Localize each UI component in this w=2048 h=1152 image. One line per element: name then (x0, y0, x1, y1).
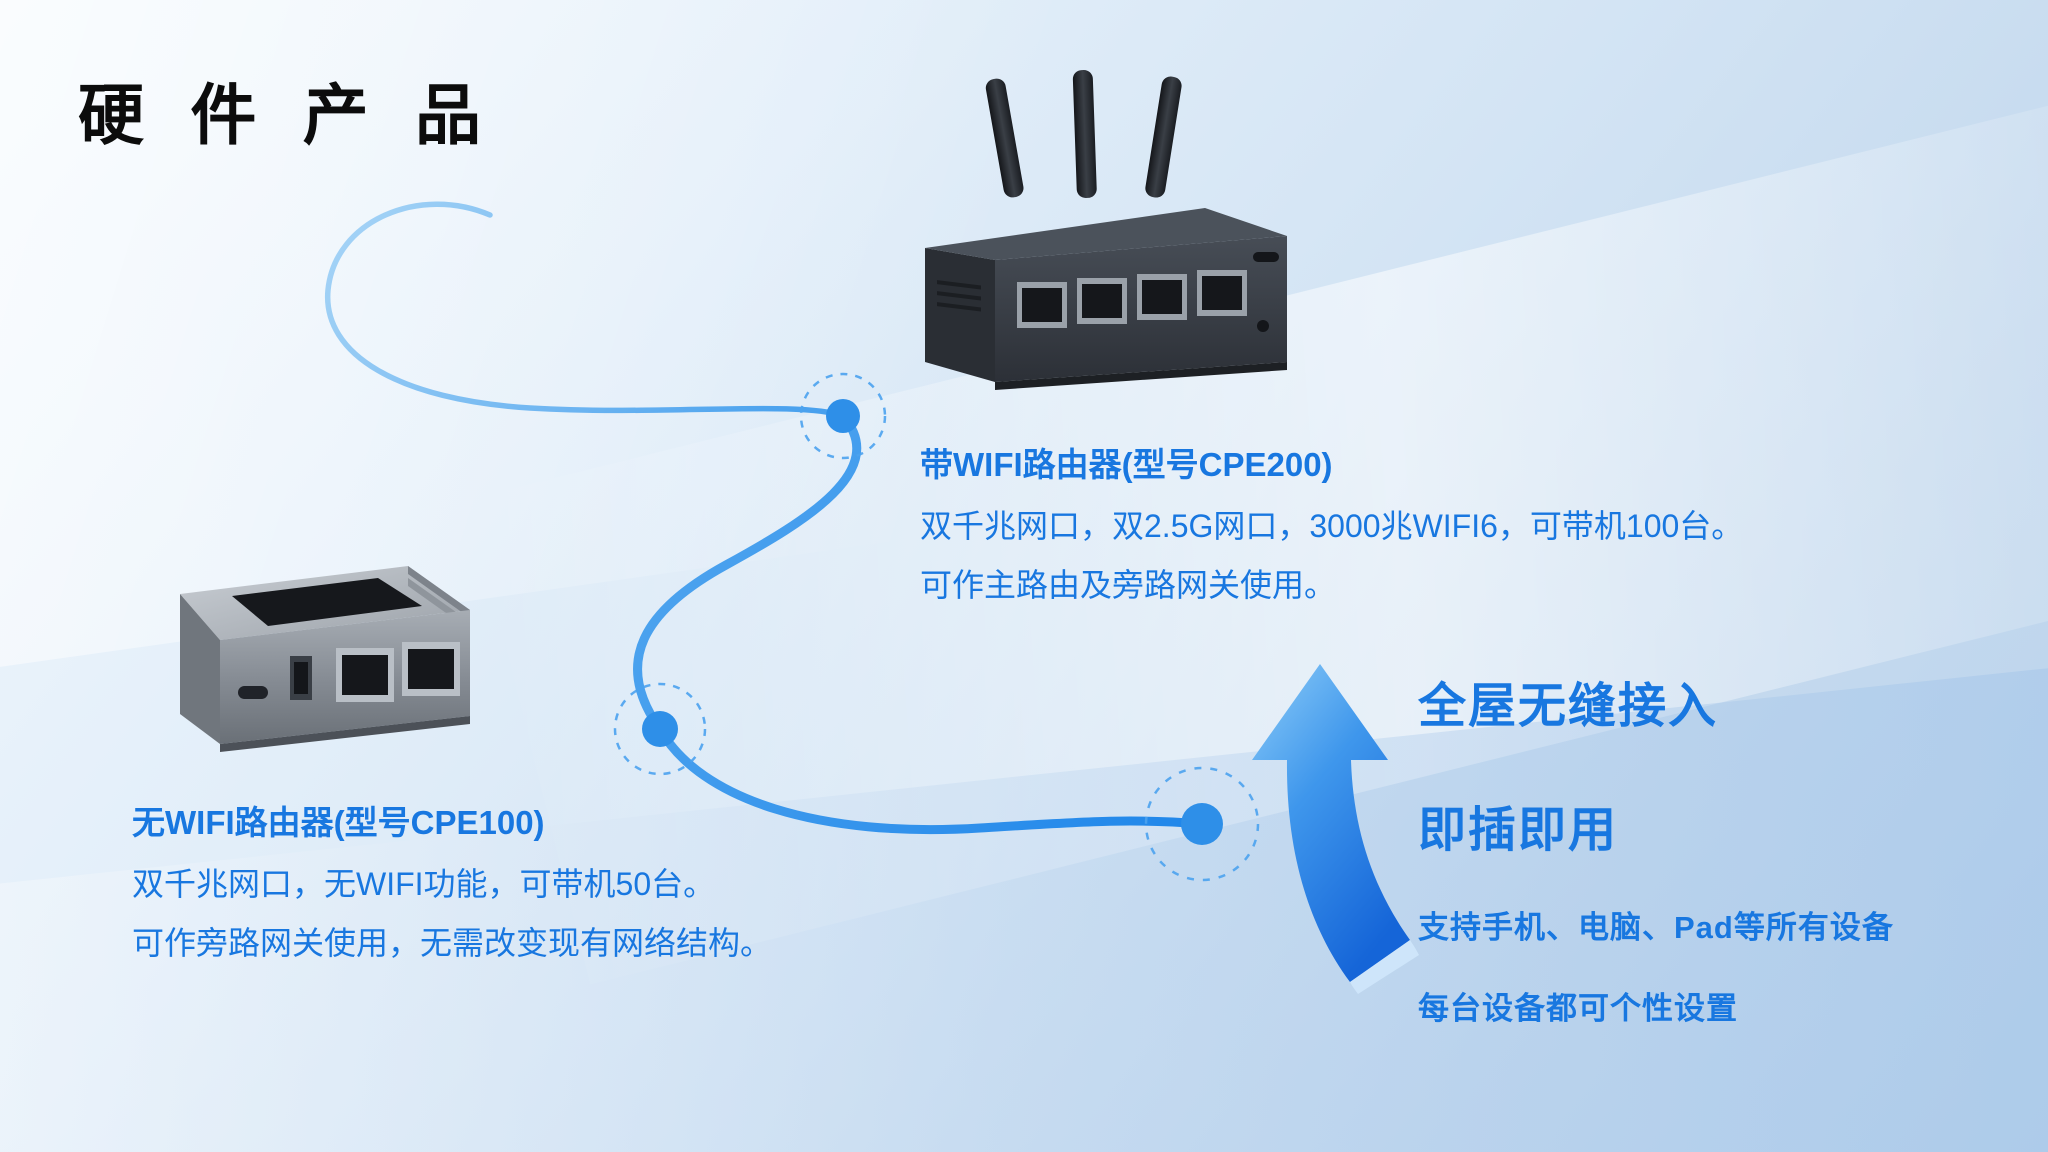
cpe200-name: 带WIFI路由器(型号CPE200) (920, 446, 1333, 483)
connector-node-3-ring (1144, 766, 1260, 882)
cpe100-text-block: 无WIFI路由器(型号CPE100) 双千兆网口，无WIFI功能，可带机50台。… (132, 796, 892, 984)
feature-headline-1: 全屋无缝接入 (1418, 680, 1719, 733)
ethernet-ports (1017, 270, 1247, 328)
router100-bottom-edge (220, 716, 470, 752)
router-top-face (925, 208, 1287, 260)
features-block: 全屋无缝接入 即插即用 支持手机、电脑、Pad等所有设备 每台设备都可个性设置 (1418, 666, 1978, 1064)
reset-button (1257, 320, 1269, 332)
cpe100-name: 无WIFI路由器(型号CPE100) (132, 804, 545, 841)
feature-detail-2: 每台设备都可个性设置 (1418, 991, 1738, 1026)
cpe200-desc-line2: 可作主路由及旁路网关使用。 (920, 566, 1337, 603)
antenna-left (985, 78, 1024, 198)
usba-port (290, 656, 312, 700)
no-wifi-router-image (140, 548, 490, 768)
connector-node-1 (826, 399, 860, 433)
wifi-router-image (895, 70, 1325, 400)
ethernet-ports (336, 642, 460, 702)
connector-segment-start (325, 201, 846, 419)
router100-left-face (180, 594, 220, 744)
router-side-vents (937, 280, 981, 312)
cpe100-desc-line2: 可作旁路网关使用，无需改变现有网络结构。 (132, 924, 773, 961)
router-side-face (925, 248, 995, 382)
page-title: 硬 件 产 品 (78, 78, 496, 152)
antenna-right (1145, 76, 1182, 198)
router100-screen (232, 578, 422, 626)
connector-node-3 (1181, 803, 1223, 845)
feature-headline-2: 即插即用 (1418, 804, 1619, 857)
connector-node-2-ring (613, 682, 707, 776)
router-bottom-edge (995, 362, 1287, 390)
feature-detail-1: 支持手机、电脑、Pad等所有设备 (1418, 910, 1894, 945)
usbc-port (238, 686, 268, 699)
up-arrow-icon (1238, 656, 1438, 996)
connector-node-2 (642, 711, 678, 747)
cpe200-text-block: 带WIFI路由器(型号CPE200) 双千兆网口，双2.5G网口，3000兆WI… (920, 438, 1820, 626)
usbc-port (1253, 252, 1279, 262)
connector-node-1-ring (799, 372, 887, 460)
antenna-middle (1072, 70, 1097, 199)
cpe100-desc-line1: 双千兆网口，无WIFI功能，可带机50台。 (132, 866, 716, 902)
cpe200-desc-line1: 双千兆网口，双2.5G网口，3000兆WIFI6，可带机100台。 (920, 508, 1744, 544)
